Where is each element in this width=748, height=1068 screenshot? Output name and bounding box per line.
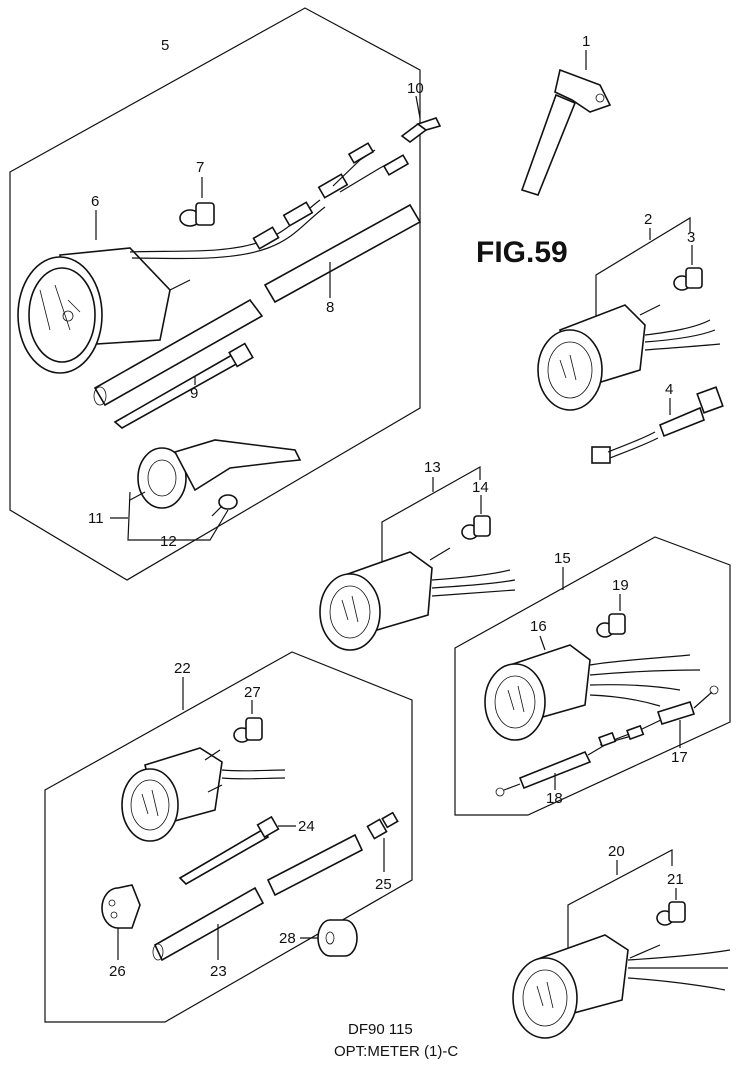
callout-16: 16 xyxy=(530,618,547,635)
callout-9: 9 xyxy=(190,385,198,402)
part-2-gauge xyxy=(537,304,721,411)
callout-22: 22 xyxy=(174,660,191,677)
callout-11: 11 xyxy=(88,510,104,527)
callout-1: 1 xyxy=(582,33,590,50)
callout-12: 12 xyxy=(160,533,177,550)
part-9-cable-tie xyxy=(113,342,254,429)
part-8-hose xyxy=(93,203,422,407)
callout-23: 23 xyxy=(210,963,227,980)
part-19-bulb xyxy=(596,594,626,638)
callout-8: 8 xyxy=(326,299,334,316)
footer-section: OPT:METER (1)-C xyxy=(334,1043,458,1060)
part-27-bulb xyxy=(233,700,263,743)
callout-20: 20 xyxy=(608,843,625,860)
part-25-fitting xyxy=(366,811,399,872)
callout-18: 18 xyxy=(546,790,563,807)
leader-11-12 xyxy=(127,491,229,541)
callout-3: 3 xyxy=(687,229,695,246)
part-10-bulb xyxy=(400,95,442,143)
callout-19: 19 xyxy=(612,577,629,594)
group-frame-15 xyxy=(454,536,731,816)
part-23-hose xyxy=(152,833,364,962)
callout-25: 25 xyxy=(375,876,392,893)
part-12-screw xyxy=(211,494,238,517)
part-22-gauge xyxy=(121,747,286,842)
part-13-gauge xyxy=(319,547,516,651)
part-21-bulb xyxy=(656,888,686,926)
footer-model: DF90 115 xyxy=(348,1021,413,1038)
callout-14: 14 xyxy=(472,479,489,496)
callout-27: 27 xyxy=(244,684,261,701)
part-26-grommet xyxy=(101,884,141,960)
part-28-grommet xyxy=(300,919,358,957)
callout-7: 7 xyxy=(196,159,204,176)
callout-4: 4 xyxy=(665,381,673,398)
part-20-gauge xyxy=(512,934,731,1039)
part-11-bracket xyxy=(129,439,302,509)
part-6-harness xyxy=(129,142,410,260)
callout-6: 6 xyxy=(91,193,99,210)
part-14-bulb xyxy=(461,495,491,540)
part-7-bulb xyxy=(179,177,215,227)
callout-21: 21 xyxy=(667,871,684,888)
callout-26: 26 xyxy=(109,963,126,980)
leader-2 xyxy=(595,216,691,320)
callout-15: 15 xyxy=(554,550,571,567)
callout-13: 13 xyxy=(424,459,441,476)
callout-17: 17 xyxy=(671,749,688,766)
figure-title: FIG.59 xyxy=(476,236,568,269)
part-24-cable-tie xyxy=(178,815,296,885)
part-6-gauge xyxy=(17,210,191,374)
part-3-bulb xyxy=(673,245,703,291)
callout-24: 24 xyxy=(298,818,315,835)
group-frame-22 xyxy=(44,651,413,1023)
leader-20 xyxy=(567,849,673,955)
part-16-gauge xyxy=(484,635,701,741)
leader-13 xyxy=(381,465,481,570)
part-4-connector-cable xyxy=(591,386,724,464)
part-17-harness xyxy=(599,685,719,748)
callout-5: 5 xyxy=(161,37,169,54)
callout-2: 2 xyxy=(644,211,652,228)
callout-28: 28 xyxy=(279,930,296,947)
callout-10: 10 xyxy=(407,80,424,97)
part-18-harness xyxy=(495,724,645,797)
part-1-tilt-sender xyxy=(520,50,612,196)
group-frame-5 xyxy=(9,7,421,581)
